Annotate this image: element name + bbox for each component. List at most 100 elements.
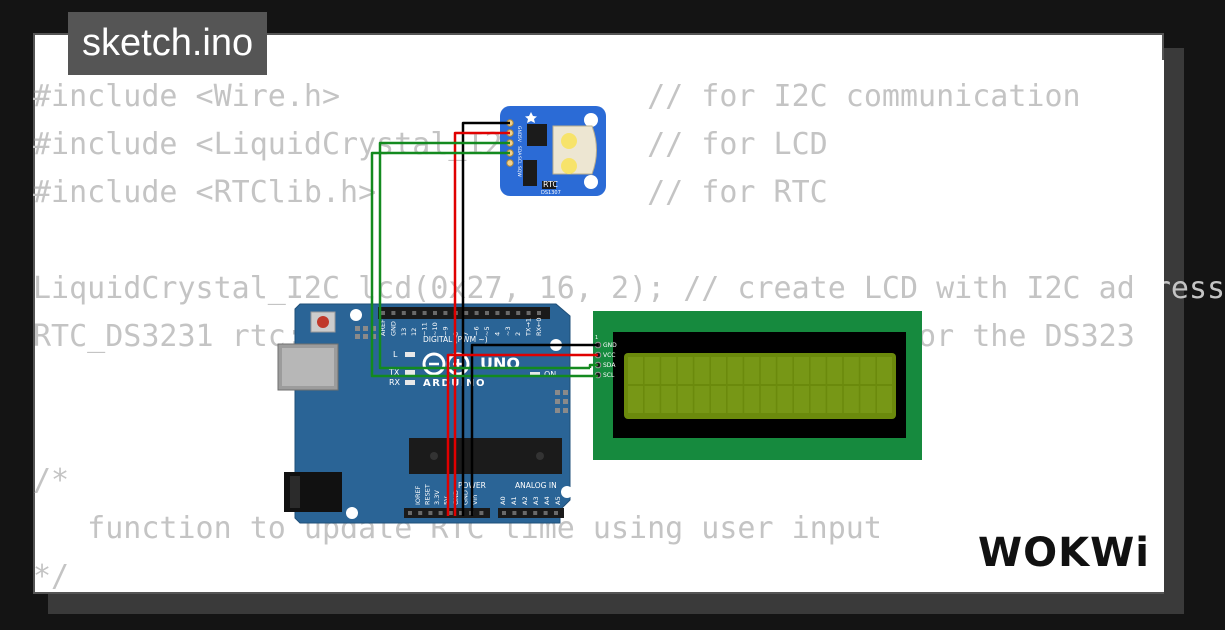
lcd-cell xyxy=(677,386,693,413)
analog-pin[interactable] xyxy=(522,511,527,515)
lcd-cell xyxy=(760,357,776,384)
card-right-mask xyxy=(1133,60,1164,592)
power-pin[interactable] xyxy=(448,511,453,515)
analog-pin-label: A3 xyxy=(532,496,540,505)
wire-lcd-gnd xyxy=(470,343,598,516)
battery-contact xyxy=(561,158,577,174)
led-on xyxy=(530,372,540,377)
lcd-cell xyxy=(644,386,660,413)
digital-pin[interactable] xyxy=(495,311,500,315)
bottom-header-pins xyxy=(408,511,558,515)
rtc-pin-label: 5V xyxy=(516,136,522,143)
digital-pin[interactable] xyxy=(401,311,406,315)
wokwi-logo-text: WOKWi xyxy=(978,530,1150,576)
code-line: #include <Wire.h> // for I2C communicati… xyxy=(33,79,1081,114)
digital-pin-label: GND xyxy=(389,321,397,336)
analog-header[interactable] xyxy=(498,508,564,518)
digital-pin[interactable] xyxy=(391,311,396,315)
lcd-cell xyxy=(644,357,660,384)
rtc-pin-label: SQW xyxy=(516,166,522,177)
analog-pin-label: A5 xyxy=(554,496,562,505)
lcd-cell xyxy=(810,386,826,413)
power-jack-inner xyxy=(290,476,300,508)
lcd-cell xyxy=(827,357,843,384)
lcd-cell xyxy=(877,357,892,384)
rtc-label: RTC xyxy=(543,180,558,189)
lcd-pin-label: SCL xyxy=(603,372,615,379)
lcd-cell xyxy=(711,357,726,384)
power-pin[interactable] xyxy=(428,511,433,515)
lcd-pin-label: VCC xyxy=(603,352,615,359)
filename-tab[interactable]: sketch.ino xyxy=(68,12,268,75)
adafruit-star-icon xyxy=(525,112,537,123)
battery-contact xyxy=(561,133,577,149)
lcd-cell xyxy=(794,357,809,384)
power-pin[interactable] xyxy=(408,511,412,515)
digital-pin[interactable] xyxy=(433,311,437,315)
analog-pin-label: A4 xyxy=(543,496,551,505)
lcd-cell xyxy=(843,357,859,384)
power-pin[interactable] xyxy=(459,511,463,515)
power-pin[interactable] xyxy=(438,511,443,515)
digital-pin[interactable] xyxy=(443,311,448,315)
led-rx xyxy=(405,380,415,385)
digital-pin[interactable] xyxy=(412,311,417,315)
lcd-cell xyxy=(661,357,677,384)
analog-pin[interactable] xyxy=(502,511,506,515)
digital-pin[interactable] xyxy=(381,311,385,315)
lcd-cell xyxy=(744,386,760,413)
wokwi-logo[interactable]: WOKWi xyxy=(976,528,1152,576)
digital-pin-label: ~9 xyxy=(441,326,449,336)
wire-lcd-sda xyxy=(588,363,598,368)
digital-pin[interactable] xyxy=(422,311,427,315)
rtc-crystal xyxy=(523,160,537,186)
wires xyxy=(370,121,598,516)
digital-pin[interactable] xyxy=(485,311,489,315)
digital-pin-label: TX→1 xyxy=(525,318,533,337)
led-l-label: L xyxy=(393,350,398,359)
wire-rtc-scl xyxy=(370,151,598,378)
power-pin[interactable] xyxy=(479,511,484,515)
digital-pin-label: 2 xyxy=(514,332,522,336)
digital-pin[interactable] xyxy=(474,311,479,315)
power-pin-label: 3.3V xyxy=(433,490,441,505)
lcd-cell xyxy=(810,357,826,384)
rtc-pins[interactable] xyxy=(506,119,514,167)
analog-pin[interactable] xyxy=(533,511,538,515)
wire-lcd-vcc xyxy=(446,353,598,516)
analog-pin[interactable] xyxy=(543,511,548,515)
rtc-mount-hole xyxy=(584,113,598,127)
digital-pin-label: ~5 xyxy=(483,326,491,336)
analog-pin[interactable] xyxy=(512,511,517,515)
lcd-cell xyxy=(677,357,693,384)
icsp-header xyxy=(355,326,568,413)
power-pin[interactable] xyxy=(418,511,423,515)
digital-pin-label: ~11 xyxy=(421,322,429,336)
led-tx-label: TX xyxy=(388,368,400,377)
power-pin-label: RESET xyxy=(424,484,432,505)
lcd-cell xyxy=(694,357,710,384)
arduino-brand: ARDUINO xyxy=(423,378,486,389)
led-l xyxy=(405,352,415,357)
rtc-chip xyxy=(527,124,547,146)
digital-pin[interactable] xyxy=(464,311,469,315)
lcd-cell xyxy=(661,386,677,413)
digital-pin[interactable] xyxy=(537,311,541,315)
rtc-pin-label: SDA xyxy=(516,146,522,156)
lcd-cell xyxy=(628,386,643,413)
lcd-cell xyxy=(777,357,793,384)
digital-pin[interactable] xyxy=(505,311,510,315)
analog-pin[interactable] xyxy=(554,511,558,515)
digital-pin[interactable] xyxy=(516,311,521,315)
power-pin-label: Vin xyxy=(471,495,479,505)
digital-pin[interactable] xyxy=(526,311,531,315)
usb-port-inner xyxy=(282,348,334,386)
lcd-cell xyxy=(727,357,743,384)
analog-label: ANALOG IN xyxy=(515,481,557,490)
lcd-cell xyxy=(777,386,793,413)
